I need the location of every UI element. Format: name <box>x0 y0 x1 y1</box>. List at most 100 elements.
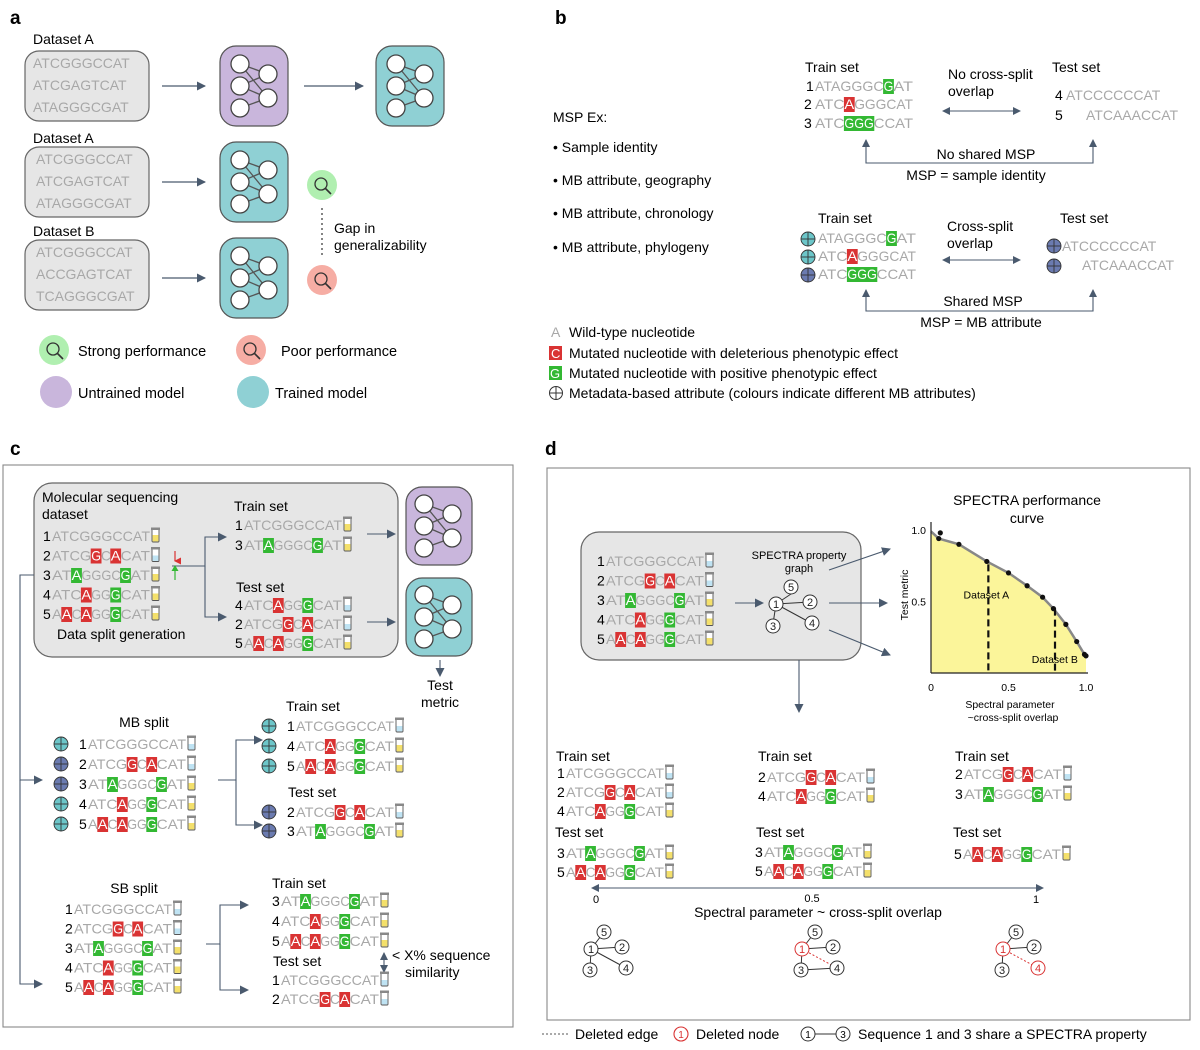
dataset-a2-box <box>24 146 150 218</box>
mb-attribute-icon <box>261 738 277 754</box>
sequence-segment: CAT <box>157 756 187 772</box>
mutation-highlight <box>604 785 616 800</box>
mutation-highlight <box>305 759 317 774</box>
sequence-segment: ATC <box>815 115 844 131</box>
sequence: ATCGGGCCAT <box>566 765 664 781</box>
positive-highlight <box>107 777 118 792</box>
sequence-segment: C <box>293 616 303 632</box>
sequence-segment: A <box>303 616 313 632</box>
test-tube-icon <box>664 844 675 860</box>
sequence-segment: G <box>283 616 293 632</box>
sequence-segment: GGG <box>847 266 876 282</box>
sequence-segment: A <box>626 592 636 608</box>
svg-text:5: 5 <box>812 927 818 939</box>
positive-highlight <box>132 980 144 995</box>
sequence-segment: C <box>101 548 111 564</box>
seq-num: 2 <box>955 766 963 782</box>
deleted-graph-node: 1 <box>995 941 1011 957</box>
dataset-b-seq: TCAGGGCGAT <box>36 288 135 304</box>
test-seq: ATCCCCCCAT <box>1062 238 1157 254</box>
prop-graph-label: SPECTRA property <box>752 550 847 562</box>
svg-text:5: 5 <box>601 927 607 939</box>
graph-node: 1 <box>768 596 784 612</box>
sequence-segment: CAT <box>143 979 173 995</box>
sequence-segment: G <box>113 921 123 937</box>
dataset-a2-title: Dataset A <box>33 130 94 146</box>
seq-num: 3 <box>597 592 605 608</box>
dataset-a1-seq: ATAGGGCGAT <box>33 99 129 115</box>
seq-num: 3 <box>287 823 295 839</box>
positive-highlight <box>302 636 314 651</box>
curve-point <box>1005 570 1012 576</box>
sequence-segment: A <box>74 979 84 995</box>
sequence-segment: G <box>303 635 313 651</box>
x-tick-label: 0.5 <box>1001 682 1016 694</box>
positive-highlight <box>585 846 596 861</box>
sequence-segment: G <box>127 756 137 772</box>
legend-node-num: 1 <box>678 1030 684 1041</box>
seq-num: 5 <box>43 606 51 622</box>
train-title: Train set <box>805 59 859 75</box>
test-metric: Test <box>427 677 453 693</box>
test-tube-icon <box>379 892 390 908</box>
sequence-segment: A <box>566 864 576 880</box>
positive-highlight <box>146 817 158 832</box>
mutation-highlight <box>1022 767 1034 782</box>
positive-highlight <box>302 598 314 613</box>
mutation-highlight <box>1002 767 1014 782</box>
sequence-segment: AT <box>764 844 784 860</box>
test-tube-icon <box>342 634 353 650</box>
sequence-segment: A <box>764 863 774 879</box>
mb-attribute-icon <box>1046 258 1062 274</box>
sequence-segment: G <box>91 548 101 564</box>
sequence-segment: AT <box>152 940 172 956</box>
legend-untrained: Untrained model <box>78 386 184 402</box>
positive-highlight <box>110 607 122 622</box>
seq-num: 4 <box>272 913 280 929</box>
sequence-segment: C <box>816 769 826 785</box>
sequence-segment: GG <box>320 933 340 949</box>
seq-num: 2 <box>758 769 766 785</box>
sequence-segment: GGGC <box>273 537 312 553</box>
test-tube-icon <box>379 932 390 948</box>
sequence-segment: G <box>157 776 167 792</box>
sequence-segment: G <box>143 940 153 956</box>
strong-performance-icon <box>306 169 338 201</box>
sequence-segment: A <box>273 597 283 613</box>
mb-attribute-icon <box>53 776 69 792</box>
seq-num: 1 <box>79 736 87 752</box>
sequence: ATCGGGCCAT <box>606 553 704 569</box>
trained-model-box <box>375 45 445 127</box>
sequence-segment: C <box>72 606 82 622</box>
sequence-segment: ATCG <box>767 769 806 785</box>
bracket-arrow <box>862 289 1097 312</box>
graph-node: 5 <box>1008 924 1024 940</box>
sequence-segment: A <box>1023 766 1033 782</box>
arrow <box>828 547 891 571</box>
graph-node: 5 <box>807 924 823 940</box>
arrow <box>19 574 43 785</box>
sequence-segment: AT <box>1042 786 1062 802</box>
graph-node: 3 <box>765 618 781 634</box>
seq-num: 4 <box>287 738 295 754</box>
sequence-segment: ATCGGGCCAT <box>296 718 394 734</box>
positive-highlight <box>674 593 685 608</box>
sequence-segment: G <box>365 823 375 839</box>
spectral-tick: 0.5 <box>804 893 819 905</box>
sequence-segment: A <box>133 921 143 937</box>
positive-highlight <box>1032 787 1043 802</box>
seq-num: 5 <box>557 864 565 880</box>
seq-num: 2 <box>65 921 73 937</box>
sequence-segment: A <box>774 863 784 879</box>
sequence-segment: AT <box>244 537 264 553</box>
sequence-segment: C <box>626 631 636 647</box>
dataset-a-label: Dataset A <box>964 590 1010 602</box>
